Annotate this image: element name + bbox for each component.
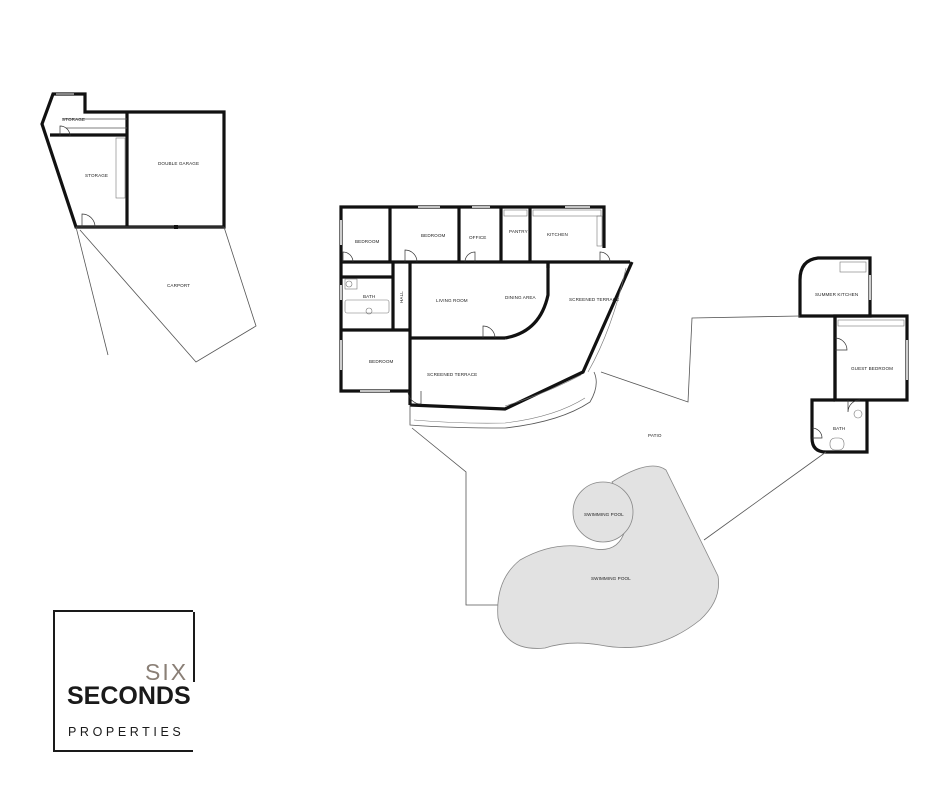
label-bedroom-1: BEDROOM — [355, 239, 380, 244]
swimming-pool — [497, 465, 719, 649]
room-labels: STORAGE STORAGE DOUBLE GARAGE CARPORT BE… — [62, 117, 893, 581]
label-office: OFFICE — [469, 235, 486, 240]
label-bath: BATH — [363, 294, 375, 299]
garage-outline — [40, 92, 226, 229]
label-living-room: LIVING ROOM — [436, 298, 468, 303]
carport-outline — [75, 226, 109, 356]
label-guest-bedroom: GUEST BEDROOM — [851, 366, 893, 371]
label-screened-terrace-1: SCREENED TERRACE — [569, 297, 619, 302]
label-bedroom-3: BEDROOM — [369, 359, 394, 364]
label-dining-area: DINING AREA — [505, 295, 537, 300]
label-bath-guest: BATH — [833, 426, 845, 431]
guest-house — [798, 256, 909, 454]
label-storage-top: STORAGE — [62, 117, 85, 122]
pool-area — [497, 465, 719, 649]
label-hall: HALL — [399, 291, 404, 303]
label-storage: STORAGE — [85, 173, 108, 178]
patio-outline — [411, 427, 500, 606]
label-kitchen: KITCHEN — [547, 232, 568, 237]
label-bedroom-2: BEDROOM — [421, 233, 446, 238]
label-wading-pool: SWIMMING POOL — [584, 512, 624, 517]
wading-pool — [572, 481, 634, 543]
main-house — [339, 205, 634, 429]
logo-seconds-text: SECONDS — [67, 682, 191, 710]
garage-building — [40, 92, 257, 363]
label-carport: CARPORT — [167, 283, 190, 288]
label-swimming-pool: SWIMMING POOL — [591, 576, 631, 581]
logo-six-text: SIX — [145, 659, 189, 685]
garage-storage-door — [81, 213, 96, 228]
label-pantry: PANTRY — [509, 229, 528, 234]
label-screened-terrace-2: SCREENED TERRACE — [427, 372, 477, 377]
label-summer-kitchen: SUMMER KITCHEN — [815, 292, 858, 297]
label-double-garage: DOUBLE GARAGE — [158, 161, 199, 166]
label-patio: PATIO — [648, 433, 662, 438]
logo-properties-text: PROPERTIES — [68, 725, 185, 739]
company-logo — [53, 610, 196, 752]
